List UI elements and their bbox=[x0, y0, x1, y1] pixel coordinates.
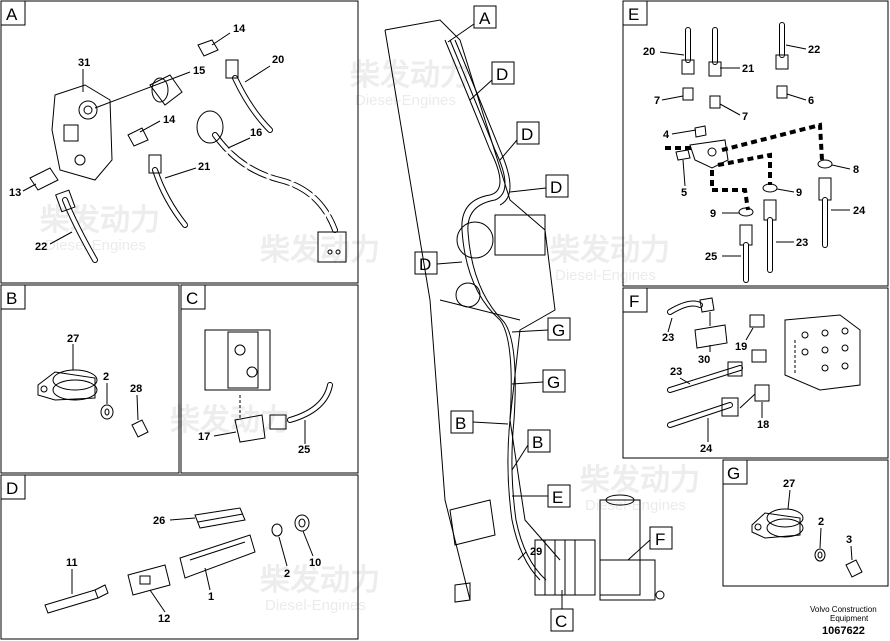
panel-a: A 31 14 15 14 bbox=[0, 0, 359, 284]
drawing-number: 1067622 bbox=[822, 625, 865, 637]
panel-d: D 26 11 12 1 2 10 bbox=[0, 474, 359, 640]
part-label: 9 bbox=[796, 187, 802, 199]
watermark: 柴发动力 Diesel-Engines 柴发动力 Diesel-Engines … bbox=[40, 59, 700, 614]
part-label: 17 bbox=[198, 431, 210, 443]
main-view: A D D D D G G B B E F C 29 bbox=[384, 5, 673, 632]
panel-c: C 17 25 bbox=[180, 284, 359, 474]
watermark-text: Diesel-Engines bbox=[265, 597, 366, 614]
maker-name: Volvo Construction bbox=[810, 605, 877, 614]
part-label: 31 bbox=[78, 57, 90, 69]
callout-letter: D bbox=[550, 178, 562, 197]
part-label: 4 bbox=[663, 129, 670, 141]
part-label: 14 bbox=[233, 23, 246, 35]
callout-letter: A bbox=[479, 9, 491, 28]
callout-letter: C bbox=[555, 612, 567, 631]
part-label: 12 bbox=[158, 613, 170, 625]
part-label: 21 bbox=[198, 161, 210, 173]
part-label: 10 bbox=[309, 557, 321, 569]
part-label: 11 bbox=[66, 557, 78, 569]
part-label: 19 bbox=[735, 341, 747, 353]
callout-letter: F bbox=[655, 530, 665, 549]
callout-letter: G bbox=[547, 373, 560, 392]
callout-letter: B bbox=[532, 433, 543, 452]
part-label: 20 bbox=[643, 46, 655, 58]
part-label: 20 bbox=[272, 54, 284, 66]
watermark-text: Diesel-Engines bbox=[355, 92, 456, 109]
part-label: 25 bbox=[298, 444, 310, 456]
part-label: 7 bbox=[654, 95, 660, 107]
part-label: 27 bbox=[67, 333, 79, 345]
part-label: 26 bbox=[153, 515, 165, 527]
part-label: 21 bbox=[742, 63, 754, 75]
panel-letter: E bbox=[628, 5, 639, 24]
watermark-text: Diesel-Engines bbox=[45, 237, 146, 254]
part-label: 29 bbox=[530, 546, 542, 558]
part-label: 23 bbox=[670, 366, 682, 378]
callout-letter: B bbox=[455, 414, 466, 433]
part-label: 22 bbox=[35, 241, 47, 253]
watermark-text: Diesel-Engines bbox=[585, 497, 686, 514]
callout-letter: E bbox=[552, 488, 563, 507]
callout-letter: D bbox=[419, 255, 431, 274]
maker-name: Equipment bbox=[830, 614, 869, 623]
panel-letter: D bbox=[6, 479, 18, 498]
part-label: 5 bbox=[681, 187, 687, 199]
part-label: 15 bbox=[193, 65, 205, 77]
panel-e: E 20 21 22 7 bbox=[622, 0, 889, 287]
panel-letter: B bbox=[6, 289, 17, 308]
part-label: 27 bbox=[783, 478, 795, 490]
part-label: 14 bbox=[163, 114, 176, 126]
panel-f: F 23 30 19 23 18 24 bbox=[622, 287, 889, 459]
part-label: 2 bbox=[284, 568, 290, 580]
watermark-text: 柴发动力 bbox=[40, 204, 160, 237]
part-label: 24 bbox=[853, 205, 866, 217]
panel-b: B 27 2 28 bbox=[0, 284, 180, 474]
callout-letter: G bbox=[552, 321, 565, 340]
panel-letter: C bbox=[186, 289, 198, 308]
part-label: 8 bbox=[853, 164, 859, 176]
part-label: 23 bbox=[662, 332, 674, 344]
part-label: 18 bbox=[757, 419, 769, 431]
part-label: 2 bbox=[103, 371, 109, 383]
part-label: 30 bbox=[698, 354, 710, 366]
part-label: 22 bbox=[808, 44, 820, 56]
part-label: 7 bbox=[742, 111, 748, 123]
part-label: 25 bbox=[705, 251, 717, 263]
watermark-text: 柴发动力 bbox=[170, 404, 290, 437]
part-label: 1 bbox=[208, 591, 214, 603]
watermark-text: Diesel-Engines bbox=[555, 267, 656, 284]
panel-letter: F bbox=[629, 292, 639, 311]
part-label: 6 bbox=[808, 95, 814, 107]
callout-letter: D bbox=[496, 65, 508, 84]
part-label: 3 bbox=[846, 534, 852, 546]
callout-letter: D bbox=[521, 125, 533, 144]
part-label: 13 bbox=[9, 187, 21, 199]
watermark-text: 柴发动力 bbox=[550, 234, 670, 267]
panel-letter: A bbox=[6, 5, 18, 24]
part-label: 16 bbox=[250, 127, 262, 139]
part-label: 24 bbox=[700, 443, 713, 455]
panel-letter: G bbox=[727, 464, 740, 483]
part-label: 23 bbox=[796, 237, 808, 249]
part-label: 9 bbox=[710, 208, 716, 220]
watermark-text: 柴发动力 bbox=[350, 59, 470, 92]
part-label: 28 bbox=[130, 383, 142, 395]
panel-g: G 27 2 3 bbox=[722, 459, 889, 587]
watermark-text: 柴发动力 bbox=[580, 464, 700, 497]
part-label: 2 bbox=[818, 516, 824, 528]
watermark-text: 柴发动力 bbox=[260, 564, 380, 597]
